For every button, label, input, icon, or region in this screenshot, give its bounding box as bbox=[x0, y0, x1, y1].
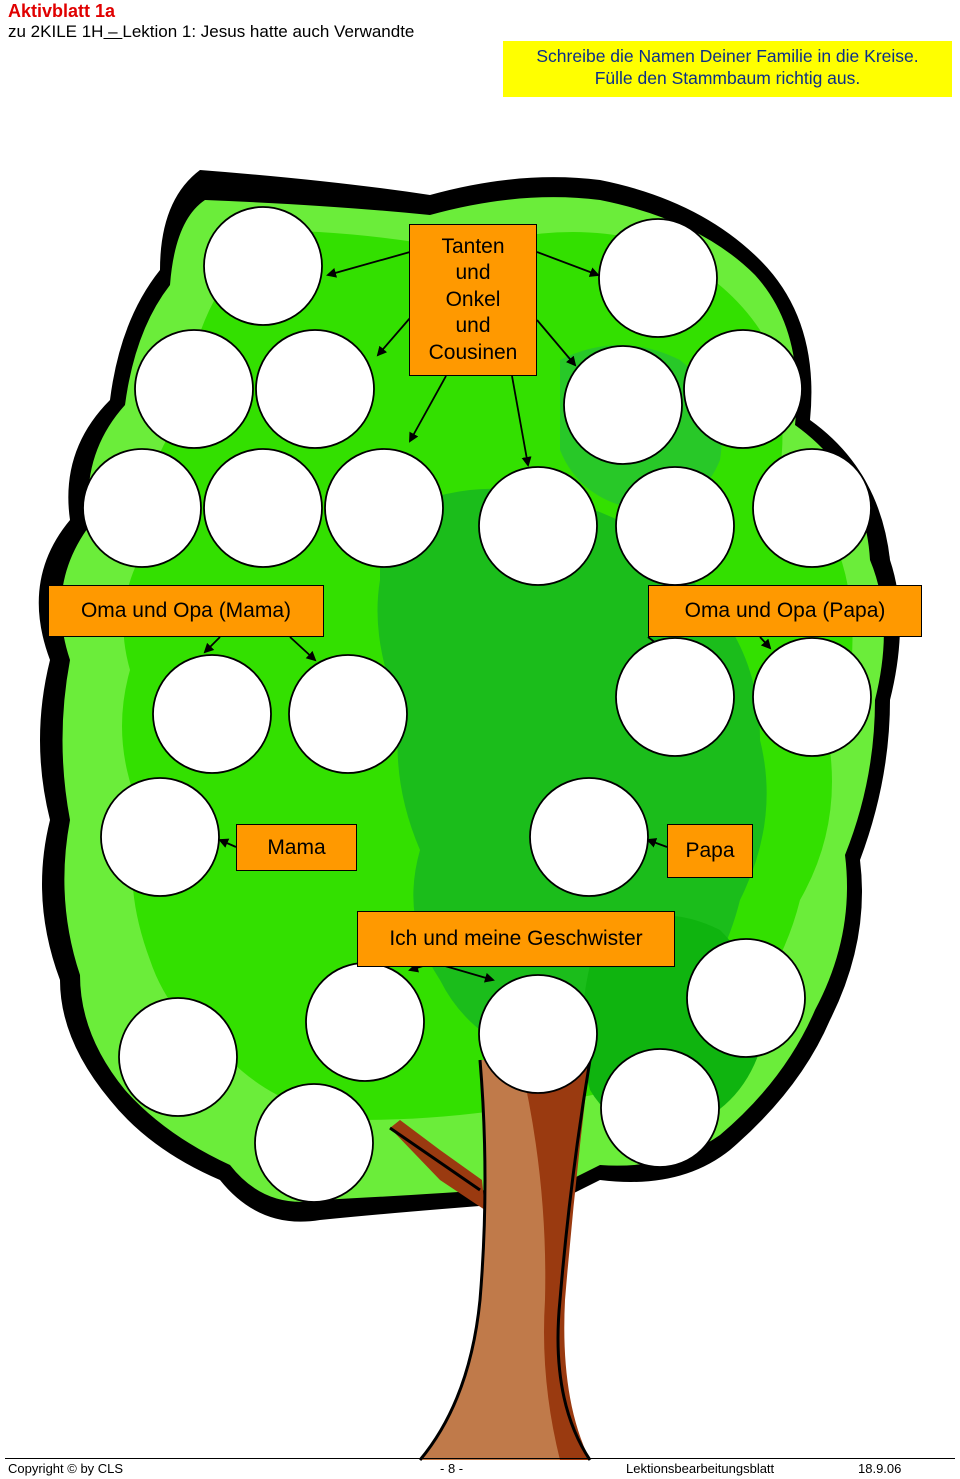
name-circle-grandparent-papa-1[interactable] bbox=[615, 637, 735, 757]
name-circle-aunt-3[interactable] bbox=[255, 329, 375, 449]
name-circle-sibling-6[interactable] bbox=[600, 1048, 720, 1168]
tree-trunk-shadow bbox=[520, 1060, 590, 1460]
name-circle-cousin-5[interactable] bbox=[615, 466, 735, 586]
sheet-subtitle: zu 2KILE 1H – Lektion 1: Jesus hatte auc… bbox=[8, 22, 414, 42]
name-circle-uncle-3[interactable] bbox=[683, 329, 803, 449]
course-code: zu 2KILE 1H bbox=[8, 22, 104, 41]
name-circle-grandparent-mama-1[interactable] bbox=[152, 654, 272, 774]
name-circle-grandparent-mama-2[interactable] bbox=[288, 654, 408, 774]
tanten-line-1: Tanten bbox=[441, 234, 505, 258]
subtitle-dash: – bbox=[103, 22, 123, 41]
name-circle-aunt-2[interactable] bbox=[134, 329, 254, 449]
name-circle-sibling-4[interactable] bbox=[118, 997, 238, 1117]
name-circle-cousin-1[interactable] bbox=[82, 448, 202, 568]
instruction-line-2: Fülle den Stammbaum richtig aus. bbox=[594, 68, 861, 88]
name-circle-sibling-1[interactable] bbox=[305, 962, 425, 1082]
footer-rule bbox=[5, 1458, 955, 1459]
footer-copyright: Copyright © by CLS bbox=[8, 1461, 124, 1476]
name-circle-mama[interactable] bbox=[100, 777, 220, 897]
label-grandparents-mama: Oma und Opa (Mama) bbox=[48, 585, 324, 637]
label-papa: Papa bbox=[667, 824, 753, 878]
label-me-and-siblings: Ich und meine Geschwister bbox=[357, 911, 675, 967]
footer-date: 18.9.06 bbox=[858, 1461, 902, 1476]
tree-arrows bbox=[203, 251, 772, 983]
tanten-line-2: und bbox=[455, 261, 491, 285]
instruction-line-1: Schreibe die Namen Deiner Familie in die… bbox=[536, 46, 919, 66]
footer-page-number: - 8 - bbox=[440, 1461, 464, 1476]
name-circle-sibling-2[interactable] bbox=[478, 974, 598, 1094]
name-circle-cousin-2[interactable] bbox=[203, 448, 323, 568]
label-grandparents-papa: Oma und Opa (Papa) bbox=[648, 585, 922, 637]
name-circle-cousin-4[interactable] bbox=[478, 466, 598, 586]
name-circle-sibling-5[interactable] bbox=[254, 1083, 374, 1203]
name-circle-sibling-3[interactable] bbox=[686, 938, 806, 1058]
footer: Copyright © by CLS - 8 - Lektionsbearbei… bbox=[0, 1458, 960, 1479]
sheet-title: Aktivblatt 1a bbox=[8, 1, 116, 21]
tanten-line-3: Onkel bbox=[445, 287, 501, 311]
name-circle-aunt-1[interactable] bbox=[203, 206, 323, 326]
label-mama: Mama bbox=[236, 824, 357, 871]
name-circle-grandparent-papa-2[interactable] bbox=[752, 637, 872, 757]
name-circle-papa[interactable] bbox=[529, 777, 649, 897]
name-circle-cousin-6[interactable] bbox=[752, 448, 872, 568]
name-circle-cousin-3[interactable] bbox=[324, 448, 444, 568]
tanten-line-4: und bbox=[455, 314, 491, 338]
label-aunts-uncles-cousins: Tanten und Onkel und Cousinen bbox=[409, 224, 537, 376]
tree-trunk-outline bbox=[389, 1059, 592, 1461]
name-circle-uncle-1[interactable] bbox=[598, 218, 718, 338]
name-circle-uncle-2[interactable] bbox=[563, 345, 683, 465]
instruction-box: Schreibe die Namen Deiner Familie in die… bbox=[503, 41, 952, 97]
footer-doc-type: Lektionsbearbeitungsblatt bbox=[626, 1461, 775, 1476]
lesson-title: Lektion 1: Jesus hatte auch Verwandte bbox=[122, 22, 415, 41]
tanten-line-5: Cousinen bbox=[428, 340, 518, 364]
tree-trunk-branch bbox=[390, 1120, 485, 1210]
